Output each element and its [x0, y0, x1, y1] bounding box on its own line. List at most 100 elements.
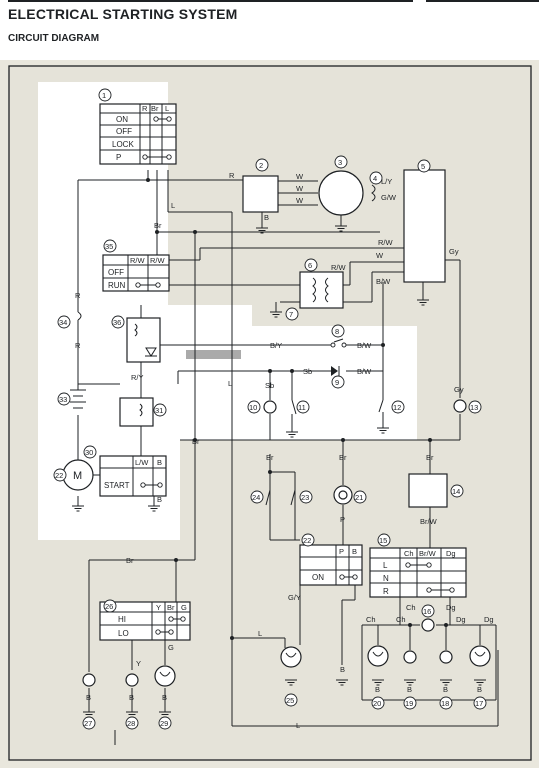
wire-label: R/W — [331, 263, 347, 272]
main-switch-row-p: P — [116, 153, 121, 162]
main-switch: R Br L ON OFF LOCK P — [99, 103, 177, 165]
component-number: 35 — [103, 239, 117, 253]
cdi-unit — [403, 169, 446, 283]
wire-label: W — [296, 172, 304, 181]
main-switch-col-r: R — [142, 104, 148, 113]
starter-switch-col-lw: L/W — [135, 458, 149, 467]
starter-relay — [119, 397, 154, 427]
flasher-unit — [421, 618, 435, 632]
component-number: 31 — [153, 403, 167, 417]
wire-label: B — [340, 665, 345, 674]
switch-15: Ch Br/W Dg L N R — [369, 547, 467, 598]
svg-text:7: 7 — [289, 310, 293, 319]
svg-text:15: 15 — [379, 536, 387, 545]
component-number: 1 — [98, 88, 112, 102]
dimmer-row-lo: LO — [118, 629, 129, 638]
main-switch-row-off: OFF — [116, 127, 132, 136]
component-number: 28 — [125, 716, 139, 730]
svg-text:23: 23 — [301, 493, 309, 502]
wire-label: Ch — [366, 615, 376, 624]
svg-text:36: 36 — [113, 318, 121, 327]
component-number: 14 — [450, 484, 464, 498]
component-number: 25 — [284, 693, 298, 707]
component-number: 24 — [250, 490, 264, 504]
svg-text:1: 1 — [102, 91, 106, 100]
wire-label: R — [75, 291, 81, 300]
switch15-col-dg: Dg — [446, 549, 456, 558]
starter-motor: M — [62, 459, 94, 491]
header-rule-right — [426, 0, 539, 2]
wire-label: Br — [154, 221, 162, 230]
component-number: 27 — [82, 716, 96, 730]
switch15-row-n: N — [383, 574, 389, 583]
wire-label: R — [229, 171, 235, 180]
wire-label: B — [443, 685, 448, 694]
svg-text:5: 5 — [421, 162, 425, 171]
wire-label: L — [228, 379, 232, 388]
indicator-lamps — [82, 399, 467, 687]
wire-label: Dg — [484, 615, 494, 624]
motor-symbol: M — [73, 470, 82, 482]
wire-label: Dg — [456, 615, 466, 624]
page-title: ELECTRICAL STARTING SYSTEM — [8, 6, 238, 22]
wire-label: Br/W — [420, 517, 438, 526]
svg-text:20: 20 — [373, 699, 381, 708]
switch15-row-r: R — [383, 587, 389, 596]
main-switch-row-on: ON — [116, 115, 128, 124]
switch22-col-p: P — [339, 547, 344, 556]
component-number: 6 — [304, 258, 318, 272]
wire-label: Br — [339, 453, 347, 462]
component-number: 21 — [353, 490, 367, 504]
wire-label: L/Y — [381, 177, 392, 186]
switch-22: P B ON — [299, 544, 363, 586]
wire-label: Br — [192, 437, 200, 446]
svg-text:22: 22 — [55, 471, 63, 480]
engine-stop-switch: R/W R/W OFF RUN — [102, 254, 170, 292]
stop-switch-col-1: R/W — [130, 256, 146, 265]
starting-circuit-cutoff-relay — [126, 317, 161, 363]
wiring — [77, 170, 499, 745]
wire-label: L — [171, 201, 175, 210]
wire-label: B — [129, 693, 134, 702]
component-number: 7 — [285, 307, 299, 321]
wire-label: B — [86, 693, 91, 702]
svg-text:35: 35 — [105, 242, 113, 251]
svg-text:27: 27 — [84, 719, 92, 728]
wire-label: Dg — [446, 603, 456, 612]
svg-text:19: 19 — [405, 699, 413, 708]
wire-label: G/Y — [288, 593, 301, 602]
svg-text:33: 33 — [59, 395, 67, 404]
wire-label: B — [162, 693, 167, 702]
component-number: 12 — [391, 400, 405, 414]
spark-plug-icon — [275, 301, 300, 312]
component-number: 22 — [53, 468, 67, 482]
svg-text:26: 26 — [105, 602, 113, 611]
component-number: 36 — [111, 315, 125, 329]
svg-text:13: 13 — [470, 403, 478, 412]
switch15-row-l: L — [383, 561, 388, 570]
switch22-row-on: ON — [312, 573, 324, 582]
wire-label: B/W — [376, 277, 391, 286]
svg-text:25: 25 — [286, 696, 294, 705]
svg-text:2: 2 — [259, 161, 263, 170]
starter-switch-col-b: B — [157, 458, 162, 467]
wire-label: B — [407, 685, 412, 694]
wire-label: L — [258, 629, 262, 638]
wire-label: L — [296, 721, 300, 730]
svg-text:17: 17 — [475, 699, 483, 708]
component-number: 34 — [57, 315, 71, 329]
component-number: 5 — [417, 159, 431, 173]
wire-label: Y — [136, 659, 141, 668]
svg-text:3: 3 — [338, 158, 342, 167]
fuse-icon — [77, 311, 82, 321]
component-number: 26 — [103, 599, 117, 613]
main-switch-col-br: Br — [151, 104, 159, 113]
component-number: 13 — [468, 400, 482, 414]
wire-label: R/Y — [131, 373, 144, 382]
svg-text:4: 4 — [373, 174, 377, 183]
component-number: 15 — [377, 533, 391, 547]
stop-switch-row-run: RUN — [108, 281, 126, 290]
header-rule — [8, 0, 413, 2]
dimmer-col-y: Y — [156, 603, 161, 612]
component-number: 9 — [331, 375, 345, 389]
